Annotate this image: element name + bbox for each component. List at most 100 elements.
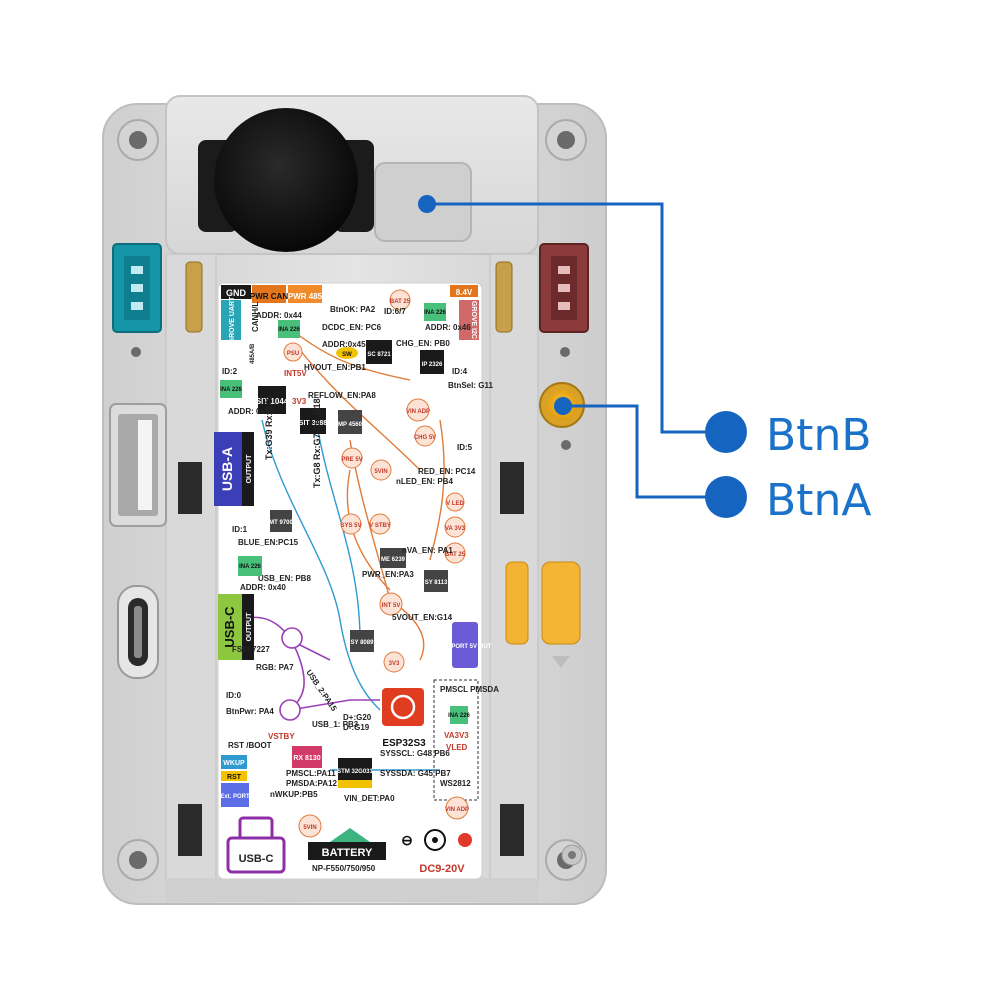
usb-c-output-sub: OUTPUT (246, 612, 253, 642)
chip-mp4560-label: MP 4560 (338, 422, 363, 428)
btn-b-callout-dot (705, 411, 747, 453)
sig-vstby: VSTBY (268, 732, 295, 741)
sig-int5v: INT5V (284, 369, 307, 378)
sig-rst-boot: RST /BOOT (228, 741, 272, 750)
sig-addr45: ADDR:0x45 (322, 340, 366, 349)
svg-text:⊖: ⊖ (401, 832, 413, 848)
rail-psu: PSU (287, 351, 299, 357)
chip-stm32g031: STM 32G031 (337, 758, 374, 788)
sig-canh-l: CANH/L (251, 302, 260, 332)
sig-id0: ID:0 (226, 691, 242, 700)
arrow-down-icon (552, 656, 570, 668)
rail-vled: V LED (446, 501, 464, 507)
side-button-right[interactable] (541, 561, 581, 645)
usb-c-output-label: USB-C (222, 606, 237, 648)
sig-addr40: ADDR: 0x40 (240, 583, 286, 592)
dc-input-block: ⊖ DC9-20V (401, 829, 472, 875)
side-button-left[interactable] (505, 561, 529, 645)
usb-c-port-label: USB-C (239, 853, 274, 865)
rail-chg5v: CHG 5V (414, 435, 436, 441)
sig-ws2812: WS2812 (440, 779, 471, 788)
chip-sy8113: SY 8113 (424, 570, 448, 592)
btn-b-callout-label: BtnB (766, 410, 872, 461)
ina226-c: INA 226 (424, 310, 446, 316)
sig-pwr-en: PWR_EN:PA3 (362, 570, 414, 579)
btn-b-leader (427, 202, 725, 434)
sig-addr46: ADDR: 0x46 (425, 323, 471, 332)
chip-ip2326-label: IP 2326 (422, 362, 443, 368)
chip-me6239: ME 6239 (380, 548, 406, 568)
sig-btnpwr: BtnPwr: PA4 (226, 707, 274, 716)
rail-bat25: BAT 25 (390, 299, 411, 305)
rail-pre5v: PRE 5V (341, 457, 362, 463)
sig-btnsel: BtnSel: G11 (448, 381, 493, 390)
sig-pmsda: PMSDA:PA12 (286, 779, 338, 788)
sig-addr44: ADDR: 0x44 (256, 311, 302, 320)
chip-fsw7227: FSW 7227 (232, 627, 303, 721)
sig-vled: VLED (446, 743, 468, 752)
ext-port-5v-tag: Ext. PORT 5V OUT (439, 644, 492, 650)
chip-sc8721-label: SC 8721 (367, 352, 391, 358)
ina226-b: INA 226 (278, 327, 300, 333)
battery-block: BATTERY NP-F550/750/950 (308, 828, 386, 873)
sig-id67: ID:6/7 (384, 307, 406, 316)
sig-nled-en: nLED_EN: PB4 (396, 477, 453, 486)
sig-485ab: 485A/B (250, 343, 256, 364)
sig-dplus: D+:G20 (343, 713, 372, 722)
usb-c-port (117, 585, 159, 679)
sig-reflow-en: REFLOW_EN:PA8 (308, 391, 376, 400)
chip-rx8130-label: RX 8130 (293, 755, 320, 762)
chip-sit1044: SIT 1044 (256, 386, 289, 414)
sig-3v3: 3V3 (292, 397, 307, 406)
usb-a-output-sub: OUTPUT (246, 454, 253, 484)
rail-5vin: 5VIN (374, 469, 387, 475)
chip-sc8721: SC 8721 (366, 340, 392, 364)
battery-label: BATTERY (322, 847, 373, 859)
chip-mp4560: MP 4560 (338, 410, 363, 434)
chip-sit3088: SIT 3088 (299, 408, 327, 434)
callout-lines (418, 195, 725, 499)
wkup-tag: WKUP (223, 760, 245, 767)
chip-ip2326: IP 2326 (420, 350, 444, 374)
sig-blue-en: BLUE_EN:PC15 (238, 538, 299, 547)
sig-nwkup: nWKUP:PB5 (270, 790, 318, 799)
rail-int5v: INT 5V (382, 603, 401, 609)
chip-stm32g031-label: STM 32G031 (337, 769, 373, 775)
rail-vin-adp-b: VIN ADP (445, 807, 469, 813)
sig-id2: ID:2 (222, 367, 238, 376)
dc-input-label: DC9-20V (419, 863, 465, 875)
sig-id4: ID:4 (452, 367, 468, 376)
btn-a-callout-label: BtnA (766, 475, 871, 526)
sig-sysscl: SYSSCL: G48 PB6 (380, 749, 450, 758)
sig-usb-en: USB_EN: PB8 (258, 574, 311, 583)
chip-me6239-label: ME 6239 (381, 557, 406, 563)
chip-sy8113-label: SY 8113 (425, 580, 448, 586)
sig-id1: ID:1 (232, 525, 248, 534)
sig-nva-en: nVA_EN: PA1 (402, 546, 453, 555)
sig-btnok: BtnOK: PA2 (330, 305, 376, 314)
sig-tx-rx: Tx:G39 Rx:G40 (264, 395, 274, 460)
chip-sit1044-label: SIT 1044 (256, 397, 289, 406)
sig-syssda: SYSSDA: G45 PB7 (380, 769, 451, 778)
chip-mt9700: MT 9700 (269, 510, 293, 532)
sig-dminus: D-:G19 (343, 723, 370, 732)
ext-port-tag: Ext. PORT (220, 794, 250, 800)
rail-va3v3: VA 3V3 (445, 526, 466, 532)
chip-sy8089-label: SY 8089 (351, 640, 375, 646)
sig-usb1: USB_1: PB3 (312, 720, 359, 729)
chip-mt9700-label: MT 9700 (269, 520, 293, 526)
sig-red-en: RED_EN: PC14 (418, 467, 476, 476)
rail-5vin-b: 5VIN (303, 825, 316, 831)
grove-port-right (539, 243, 589, 333)
ina226-a: INA 226 (220, 387, 242, 393)
pwr-485-label: PWR 485 (288, 292, 323, 301)
chip-sy8089: SY 8089 (350, 630, 374, 652)
v84-label: 8.4V (456, 288, 473, 297)
sig-chg-en: CHG_EN: PB0 (396, 339, 450, 348)
chip-fsw7227-label: FSW 7227 (232, 645, 270, 654)
rail-sw: SW (342, 352, 352, 358)
sig-5vout-en: 5VOUT_EN:G14 (392, 613, 453, 622)
btn-a-leader (563, 404, 725, 499)
